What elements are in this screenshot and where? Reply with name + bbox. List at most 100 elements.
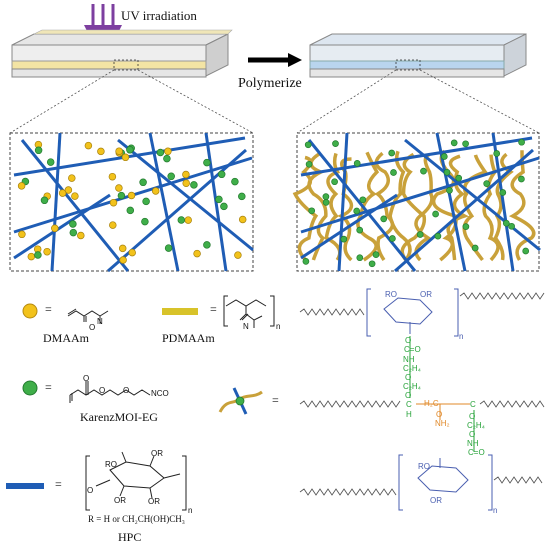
hpc-fiber bbox=[20, 139, 130, 272]
dmaam-particle bbox=[27, 252, 36, 261]
link1-c2h4: C₂H₄ bbox=[403, 364, 421, 373]
karenz-particle bbox=[34, 251, 42, 259]
karenz-dot-icon bbox=[22, 380, 38, 396]
crosslink-dot bbox=[518, 175, 525, 183]
karenz-particle bbox=[217, 170, 226, 179]
crosslink-legend-icon bbox=[218, 387, 263, 415]
karenz-particle bbox=[126, 206, 135, 215]
hpc-equals: = bbox=[55, 477, 62, 491]
hpc-fiber bbox=[300, 193, 398, 260]
crosslink-scheme bbox=[299, 288, 545, 511]
mold-before bbox=[11, 29, 233, 78]
karenz-particle bbox=[69, 228, 78, 237]
link2-o: O bbox=[469, 412, 476, 421]
crosslink-dot bbox=[356, 254, 364, 262]
pdmaam-n: N bbox=[243, 322, 249, 331]
hpc-fibers-before bbox=[13, 132, 254, 273]
dmaam-label: DMAAm bbox=[43, 331, 90, 345]
dmaam-particle bbox=[128, 248, 136, 257]
karenz-particle bbox=[231, 177, 239, 186]
karenz-o1: O bbox=[83, 374, 90, 383]
dmaam-particle bbox=[18, 230, 26, 239]
karenz-particle bbox=[126, 146, 134, 154]
karenz-particle bbox=[117, 191, 126, 200]
hpc-fiber bbox=[50, 132, 62, 272]
crosslink-dot bbox=[389, 235, 396, 242]
karenz-particle bbox=[139, 178, 147, 187]
chain-o: O bbox=[436, 410, 443, 419]
network-before-panel bbox=[9, 132, 254, 273]
pdmaam-chain bbox=[446, 154, 470, 261]
link2-o2: O bbox=[469, 430, 476, 439]
hpc-label: HPC bbox=[118, 530, 142, 544]
link2-c2h4: C₂H₄ bbox=[467, 421, 485, 430]
dmaam-particle bbox=[17, 182, 26, 190]
polymerize-arrow-icon bbox=[248, 53, 302, 67]
crosslink-dot bbox=[462, 140, 469, 148]
karenz-particle bbox=[203, 241, 211, 249]
crosslink-dot bbox=[434, 232, 442, 240]
karenz-nco: NCO bbox=[151, 389, 169, 398]
karenz-particle bbox=[164, 244, 173, 252]
karenz-particle bbox=[220, 202, 228, 211]
scheme-ro-bot: RO bbox=[418, 462, 430, 471]
dmaam-particle bbox=[193, 249, 201, 258]
zoom-lines bbox=[9, 69, 540, 134]
dmaam-particle bbox=[234, 251, 242, 259]
crosslink-dots-after bbox=[302, 138, 530, 268]
link1-o2: O bbox=[405, 373, 412, 382]
karenz-particle bbox=[190, 181, 198, 189]
crosslink-dot bbox=[440, 153, 448, 160]
dmaam-particle bbox=[115, 147, 123, 155]
crosslink-dot bbox=[380, 215, 388, 223]
karenz-particle bbox=[142, 197, 150, 206]
link2-c: C bbox=[470, 400, 476, 409]
crosslink-dot bbox=[522, 247, 530, 255]
particles-before bbox=[17, 140, 247, 264]
scheme-or-bot: OR bbox=[430, 496, 442, 505]
karenz-label: KarenzMOI-EG bbox=[80, 410, 158, 424]
crosslink-dot bbox=[356, 226, 364, 234]
hpc-or3: OR bbox=[148, 497, 160, 506]
karenz-particle bbox=[238, 192, 246, 201]
crosslink-dot bbox=[332, 140, 339, 147]
hpc-fiber bbox=[394, 148, 534, 273]
pdmaam-chain bbox=[414, 153, 434, 262]
pdmaam-sub-n: n bbox=[276, 322, 281, 331]
crosslink-dot bbox=[390, 169, 397, 176]
dmaam-equals: = bbox=[45, 302, 52, 316]
crosslink-dot bbox=[388, 149, 396, 157]
crosslink-dot bbox=[340, 235, 348, 243]
karenz-particle bbox=[141, 217, 149, 226]
crosslink-dot bbox=[450, 139, 458, 147]
hpc-bar-icon bbox=[6, 483, 44, 489]
dmaam-particle bbox=[68, 174, 76, 182]
link1-h: H bbox=[406, 410, 412, 419]
hpc-fiber bbox=[204, 132, 228, 272]
hpc-fiber bbox=[13, 193, 111, 260]
dmaam-dot-icon bbox=[22, 303, 38, 319]
hpc-o1: O bbox=[87, 486, 94, 495]
scheme-or-top: OR bbox=[420, 290, 432, 299]
polymerize-label: Polymerize bbox=[238, 76, 302, 91]
link1-o3: O bbox=[405, 391, 412, 400]
dmaam-particle bbox=[43, 247, 51, 256]
crosslink-equals: = bbox=[272, 393, 279, 407]
dmaam-particle bbox=[118, 244, 127, 253]
karenz-particle bbox=[215, 195, 223, 204]
dmaam-particle bbox=[108, 172, 117, 181]
chain-h2c: H₂C bbox=[424, 399, 439, 408]
karenz-particle bbox=[156, 148, 165, 157]
dmaam-particle bbox=[182, 179, 190, 187]
karenz-particle bbox=[163, 154, 171, 163]
hpc-or1: OR bbox=[151, 449, 163, 458]
crosslink-dot bbox=[443, 168, 451, 176]
link2-nh: NH bbox=[467, 439, 479, 448]
crosslink-dot bbox=[432, 210, 439, 218]
karenz-particle bbox=[167, 172, 175, 181]
uv-arrows-icon bbox=[84, 4, 122, 43]
crosslink-dot bbox=[372, 251, 380, 258]
crosslink-dot bbox=[359, 196, 367, 204]
